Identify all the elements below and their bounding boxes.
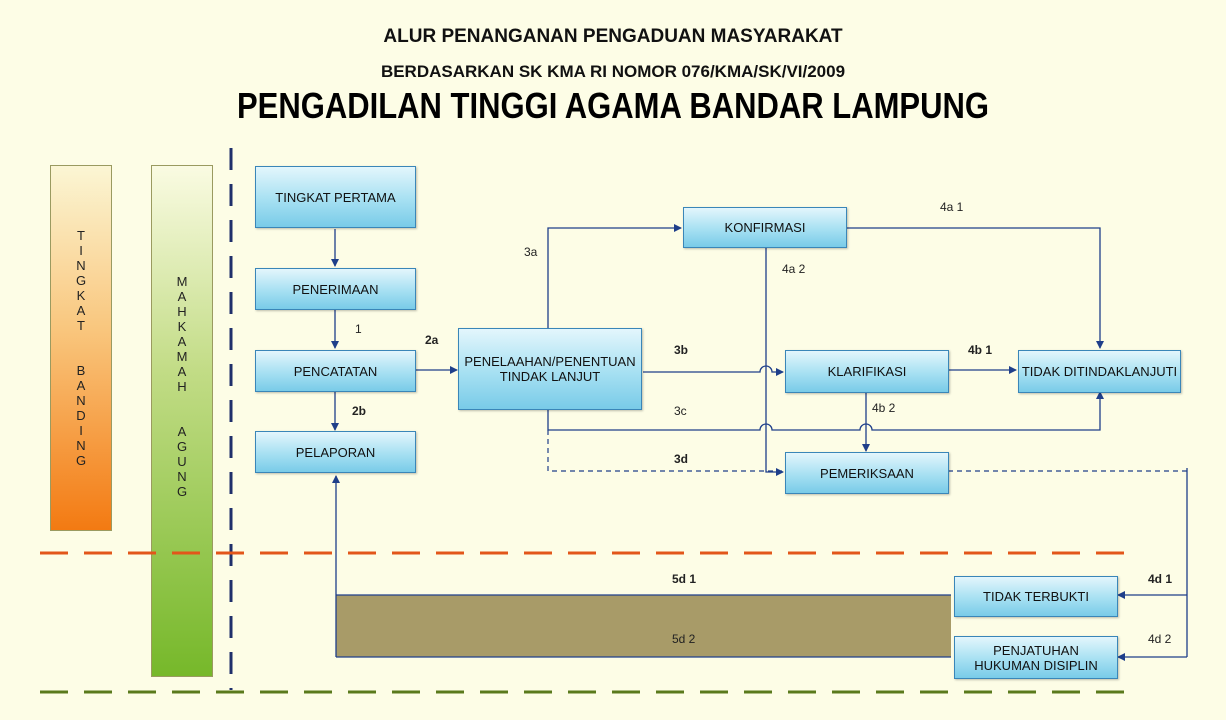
diagram-title-line3: PENGADILAN TINGGI AGAMA BANDAR LAMPUNG [236, 84, 989, 127]
box-klarifikasi-label: KLARIFIKASI [827, 364, 907, 379]
band-tingkat-banding-label: T I N G K A T B A N D I N G [75, 228, 87, 468]
box-pencatatan: PENCATATAN [255, 350, 416, 392]
label-4d2: 4d 2 [1148, 632, 1172, 646]
label-3a: 3a [524, 245, 538, 259]
box-konfirmasi-label: KONFIRMASI [724, 220, 806, 235]
diagram-title-line2: BERDASARKAN SK KMA RI NOMOR 076/KMA/SK/V… [380, 62, 846, 81]
box-pemeriksaan: PEMERIKSAAN [785, 452, 949, 494]
box-pemeriksaan-label: PEMERIKSAAN [820, 465, 914, 481]
olive-band [336, 595, 951, 657]
arrow-3b [643, 365, 784, 376]
box-pencatatan-label: PENCATATAN [293, 363, 378, 379]
label-3c: 3c [674, 404, 687, 418]
label-3b: 3b [674, 343, 689, 357]
arrow-3c [547, 391, 1104, 431]
label-3d: 3d [674, 452, 689, 466]
box-tingkat-pertama: TINGKAT PERTAMA [255, 166, 416, 228]
label-4b2: 4b 2 [872, 401, 896, 415]
label-1: 1 [355, 322, 362, 336]
label-4d1: 4d 1 [1148, 572, 1173, 586]
box-penelaahan-label: PENELAAHAN/PENENTUAN TINDAK LANJUT [464, 354, 636, 384]
box-penjatuhan-label: PENJATUHAN HUKUMAN DISIPLIN [974, 642, 1098, 673]
arrow-3a [547, 224, 682, 328]
box-tidak-ditindaklanjuti: TIDAK DITINDAKLANJUTI [1018, 350, 1181, 393]
box-penjatuhan: PENJATUHAN HUKUMAN DISIPLIN [954, 636, 1118, 679]
box-penelaahan: PENELAAHAN/PENENTUAN TINDAK LANJUT [458, 328, 642, 410]
box-tidak-terbukti-label: TIDAK TERBUKTI [983, 589, 1089, 604]
label-5d2: 5d 2 [672, 632, 696, 646]
box-pelaporan-label: PELAPORAN [295, 444, 376, 460]
label-4b1: 4b 1 [968, 343, 993, 357]
arrow-4a1 [846, 227, 1104, 349]
box-penerimaan-label: PENERIMAAN [292, 281, 379, 297]
box-tidak-terbukti: TIDAK TERBUKTI [954, 576, 1118, 617]
label-2a: 2a [425, 333, 439, 347]
box-klarifikasi: KLARIFIKASI [785, 350, 949, 393]
band-mahkamah-agung: M A H K A M A H A G U N G [151, 165, 213, 677]
label-2b: 2b [352, 404, 367, 418]
band-tingkat-banding: T I N G K A T B A N D I N G [50, 165, 112, 531]
diagram-title-line1: ALUR PENANGANAN PENGADUAN MASYARAKAT [383, 26, 843, 47]
label-5d1: 5d 1 [672, 572, 697, 586]
label-4a2: 4a 2 [782, 262, 806, 276]
line-3d-dashed [547, 430, 1187, 472]
arrow-4a2 [765, 248, 784, 476]
box-penerimaan: PENERIMAAN [255, 268, 416, 310]
box-konfirmasi: KONFIRMASI [683, 207, 847, 248]
box-tingkat-pertama-label: TINGKAT PERTAMA [275, 189, 396, 205]
box-tidak-ditindaklanjuti-label: TIDAK DITINDAKLANJUTI [1021, 364, 1178, 379]
box-pelaporan: PELAPORAN [255, 431, 416, 473]
band-mahkamah-agung-label: M A H K A M A H A G U N G [176, 273, 188, 499]
label-4a1: 4a 1 [940, 200, 964, 214]
